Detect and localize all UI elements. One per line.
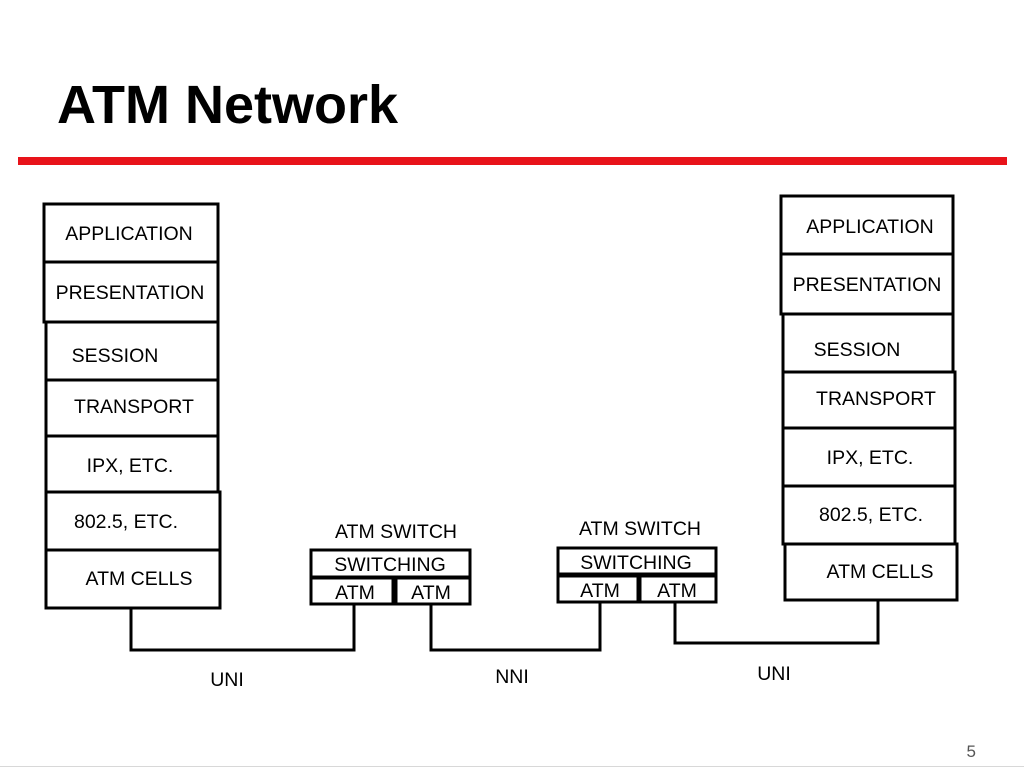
switch-1-port-right-box: [394, 576, 472, 606]
link-label-uni-left: UNI: [210, 669, 244, 691]
atm-switch-1: [309, 548, 472, 606]
uni-link-left: [129, 604, 356, 652]
left-layer-8025: 802.5, ETC.: [74, 511, 178, 533]
switch-2-switching-box: [556, 546, 718, 576]
nni-link: [429, 602, 602, 652]
title-rule: [18, 157, 1007, 165]
switch-2-port-left-box: [556, 574, 640, 604]
switch-2-port-left-label: ATM: [580, 580, 620, 602]
page-number: 5: [966, 742, 976, 761]
right-layer-transport: TRANSPORT: [816, 388, 936, 410]
link-label-uni-right: UNI: [757, 663, 791, 685]
right-layer-presentation: PRESENTATION: [793, 274, 942, 296]
left-layer-atm-cells: ATM CELLS: [86, 568, 193, 590]
switch-1-switching-label: SWITCHING: [334, 554, 446, 576]
left-layer-presentation: PRESENTATION: [56, 282, 205, 304]
switch-2-switching-label: SWITCHING: [580, 552, 692, 574]
slide-bottom-border: [0, 766, 1024, 767]
left-layer-transport: TRANSPORT: [74, 396, 194, 418]
left-layer-ipx: IPX, ETC.: [87, 455, 174, 477]
right-protocol-stack: [779, 194, 959, 602]
left-layer-atm-cells-box: [44, 548, 222, 610]
left-protocol-stack: [42, 202, 222, 610]
right-layer-ipx: IPX, ETC.: [827, 447, 914, 469]
right-layer-application: APPLICATION: [806, 216, 934, 238]
switch-1-port-left-box: [309, 576, 395, 606]
right-layer-atm-cells: ATM CELLS: [827, 561, 934, 583]
switch-1-title: ATM SWITCH: [335, 521, 457, 543]
left-layer-application: APPLICATION: [65, 223, 193, 245]
switch-2-port-right-label: ATM: [657, 580, 697, 602]
atm-switch-2: [556, 546, 718, 604]
switch-1-port-left-label: ATM: [335, 582, 375, 604]
slide-title: ATM Network: [57, 75, 399, 135]
uni-link-right: [673, 600, 880, 645]
diagram-labels: APPLICATION PRESENTATION SESSION TRANSPO…: [56, 216, 942, 691]
switch-2-title: ATM SWITCH: [579, 518, 701, 540]
switch-2-port-right-box: [638, 574, 718, 604]
right-layer-session: SESSION: [814, 339, 901, 361]
switch-1-port-right-label: ATM: [411, 582, 451, 604]
right-layer-atm-cells-box: [783, 542, 959, 602]
link-label-nni: NNI: [495, 666, 529, 688]
left-layer-session: SESSION: [72, 345, 159, 367]
right-layer-8025: 802.5, ETC.: [819, 504, 923, 526]
